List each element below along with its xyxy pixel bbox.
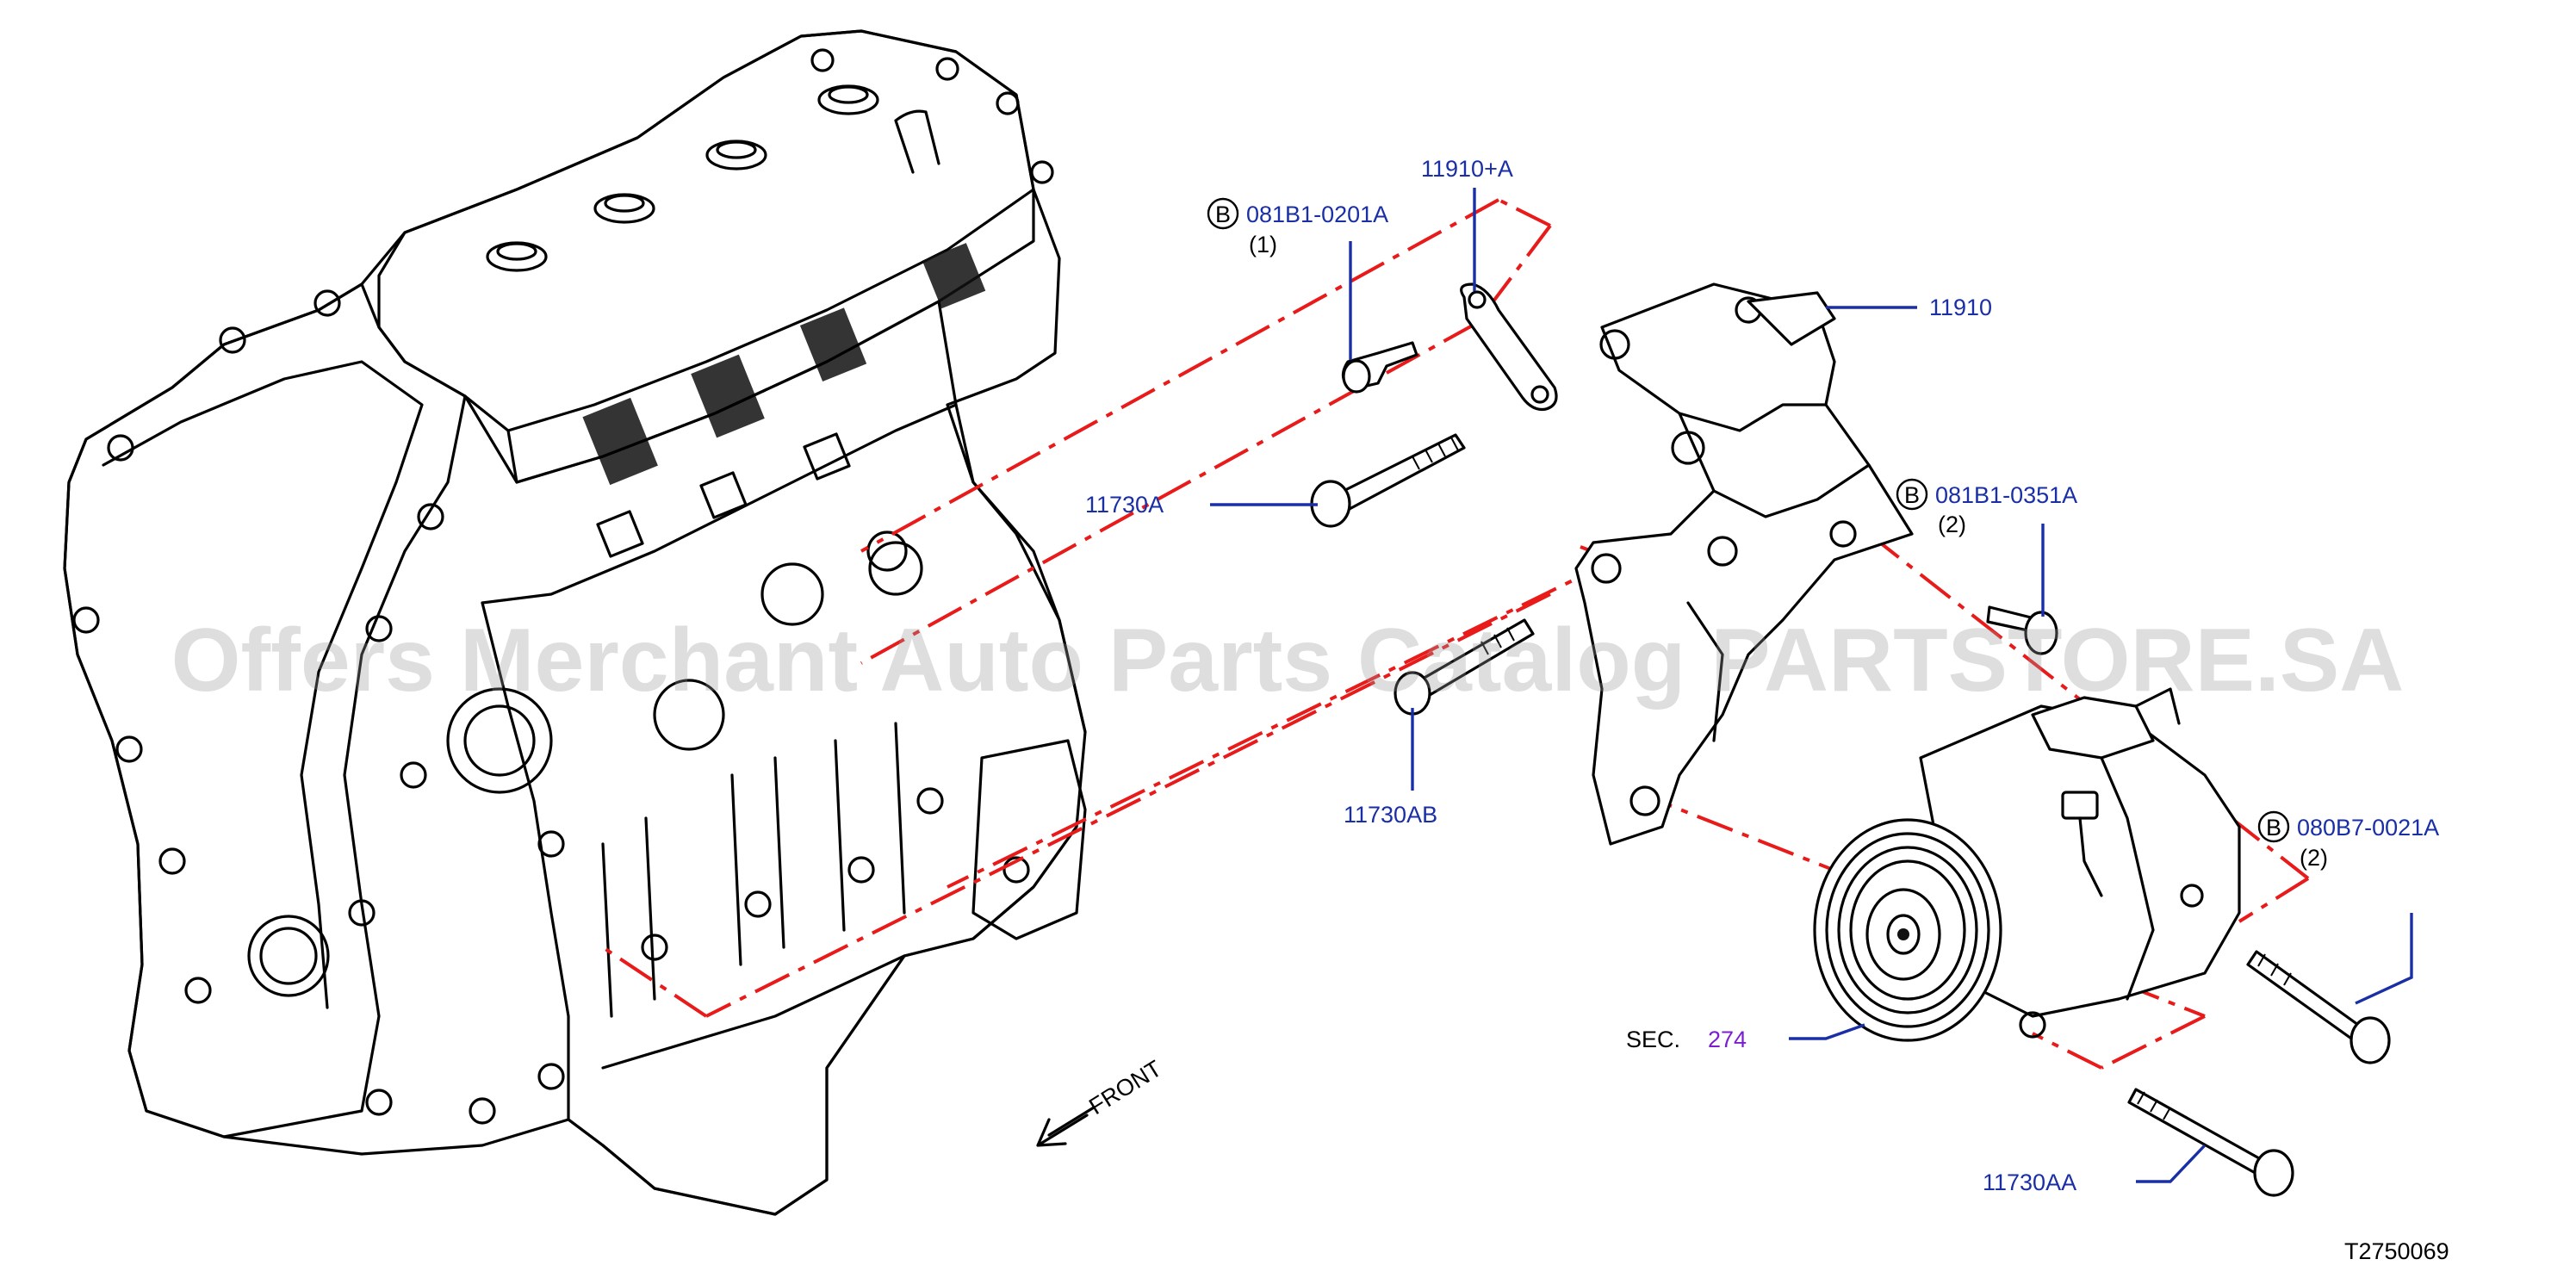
callout-11730aa-label: 11730AA — [1983, 1169, 2076, 1195]
section-prefix: SEC. — [1626, 1027, 1680, 1052]
callout-11910-plus-a: 11910+A — [1421, 156, 1513, 182]
section-number: 274 — [1708, 1027, 1747, 1052]
callout-081b1-0201a-label: 081B1-0201A — [1246, 202, 1388, 227]
front-arrow-icon — [1036, 1106, 1096, 1147]
callout-quantity: (1) — [1249, 232, 1277, 257]
callout-badge: B — [1904, 482, 1920, 508]
callout-11730a: 11730A — [1085, 492, 1164, 518]
callout-11730ab-label: 11730AB — [1344, 802, 1437, 828]
bolt-11730a — [1310, 433, 1466, 528]
callout-11730ab: 11730AB — [1344, 802, 1437, 828]
callout-11910-label: 11910 — [1929, 295, 1992, 320]
front-indicator: FRONT — [1036, 1055, 1166, 1147]
bolt-11730ab — [1394, 618, 1535, 716]
bolt-11730aa — [2127, 1088, 2294, 1197]
bolt-081b1-0351a — [1986, 605, 2058, 655]
callout-081b1-0351a-label: 081B1-0351A — [1935, 482, 2077, 508]
section-reference: SEC. 274 — [1626, 1027, 1747, 1052]
callout-080b7-0021a: B 080B7-0021A (2) — [2257, 810, 2439, 871]
engine-assembly — [63, 29, 1087, 1216]
b-badge-icon — [1207, 197, 1239, 230]
callout-11910-plus-a-label: 11910+A — [1421, 156, 1513, 182]
callout-leader-lines — [1210, 188, 2413, 1183]
bolt-080b7-0021a — [2246, 950, 2391, 1064]
callout-080b7-0021a-label: 080B7-0021A — [2297, 815, 2439, 841]
bracket-11910 — [1574, 282, 1914, 846]
bolt-081b1-0201a — [1342, 341, 1418, 394]
callout-081b1-0201a: B 081B1-0201A (1) — [1207, 197, 1388, 257]
b-badge-icon — [2257, 810, 2290, 843]
callout-11730a-label: 11730A — [1085, 492, 1164, 518]
stay-plate — [1460, 282, 1558, 412]
callout-11910: 11910 — [1929, 295, 1992, 320]
callout-badge: B — [2266, 815, 2281, 841]
callout-081b1-0351a: B 081B1-0351A (2) — [1896, 478, 2077, 537]
callout-11730aa: 11730AA — [1983, 1169, 2076, 1195]
b-badge-icon — [1896, 478, 1928, 511]
watermark: Offers Merchant Auto Parts Catalog PARTS… — [171, 611, 2405, 710]
callout-quantity: (2) — [1938, 512, 1966, 537]
ac-compressor — [1813, 687, 2241, 1042]
front-label: FRONT — [1084, 1055, 1166, 1120]
callout-quantity: (2) — [2300, 845, 2328, 871]
diagram-id: T2750069 — [2344, 1238, 2449, 1264]
callout-badge: B — [1215, 202, 1231, 227]
